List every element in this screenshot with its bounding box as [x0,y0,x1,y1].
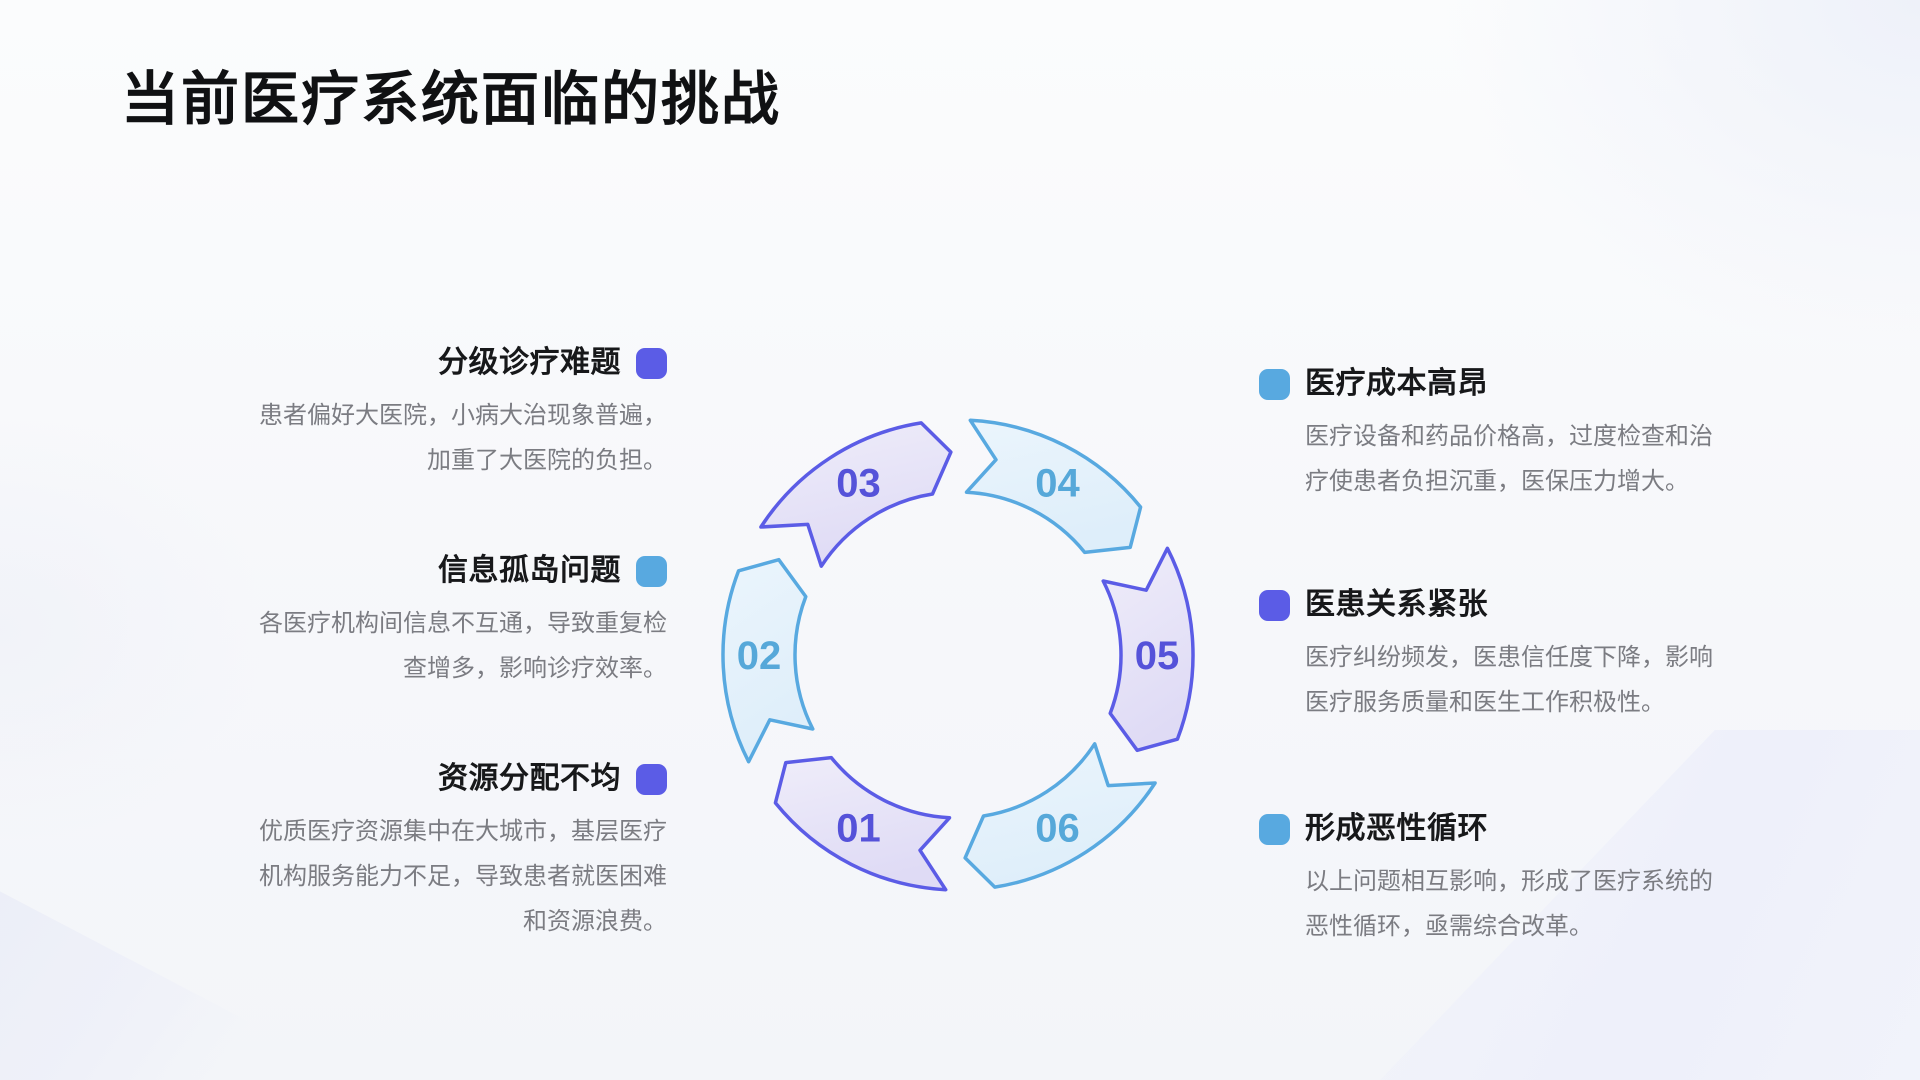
item-header: 医疗成本高昂 [1259,367,1839,401]
item-title: 信息孤岛问题 [438,554,621,587]
page-title: 当前医疗系统面临的挑战 [121,67,782,132]
cycle-segment-01 [773,755,952,892]
item-description: 各医疗机构间信息不互通，导致重复检 查增多，影响诊疗效率。 [259,610,667,682]
item-header: 分级诊疗难题 [80,346,667,380]
challenge-item-hierarchical-care: 分级诊疗难题 患者偏好大医院，小病大治现象普遍， 加重了大医院的负担。 [80,346,667,483]
cycle-segment-number: 05 [1135,634,1180,678]
challenge-item-vicious-cycle: 形成恶性循环 以上问题相互影响，形成了医疗系统的 恶性循环，亟需综合改革。 [1259,812,1839,949]
cycle-segment-number: 03 [836,462,881,506]
item-header: 信息孤岛问题 [80,554,667,588]
item-header: 医患关系紧张 [1259,588,1839,622]
cycle-segment-number: 02 [737,634,782,678]
item-description: 医疗设备和药品价格高，过度检查和治 疗使患者负担沉重，医保压力增大。 [1305,423,1713,495]
cycle-segment-number: 04 [1035,462,1080,506]
cycle-segment-05 [1101,546,1195,753]
item-title: 医患关系紧张 [1305,588,1488,621]
challenge-item-doctor-patient-tension: 医患关系紧张 医疗纠纷频发，医患信任度下降，影响 医疗服务质量和医生工作积极性。 [1259,588,1839,725]
item-description: 医疗纠纷频发，医患信任度下降，影响 医疗服务质量和医生工作积极性。 [1305,644,1713,716]
challenge-item-information-silo: 信息孤岛问题 各医疗机构间信息不互通，导致重复检 查增多，影响诊疗效率。 [80,554,667,691]
item-title: 医疗成本高昂 [1305,367,1488,400]
item-title: 分级诊疗难题 [438,346,621,379]
item-title: 形成恶性循环 [1305,812,1488,845]
accent-square-icon [636,347,667,379]
cycle-segment-number: 06 [1035,806,1080,850]
cycle-segment-number: 01 [836,806,881,850]
accent-square-icon [1259,368,1290,400]
cycle-segment-06 [963,742,1157,889]
challenge-item-resource-distribution: 资源分配不均 优质医疗资源集中在大城市，基层医疗 机构服务能力不足，导致患者就医… [80,762,667,944]
item-title: 资源分配不均 [438,762,621,795]
cycle-segment-04 [964,418,1143,555]
item-description: 优质医疗资源集中在大城市，基层医疗 机构服务能力不足，导致患者就医困难 和资源浪… [259,818,667,935]
cycle-segment-03 [759,421,953,568]
item-header: 形成恶性循环 [1259,812,1839,846]
accent-square-icon [636,555,667,587]
challenge-item-high-cost: 医疗成本高昂 医疗设备和药品价格高，过度检查和治 疗使患者负担沉重，医保压力增大… [1259,367,1839,504]
item-description: 以上问题相互影响，形成了医疗系统的 恶性循环，亟需综合改革。 [1305,868,1713,940]
accent-square-icon [1259,589,1290,621]
item-header: 资源分配不均 [80,762,667,796]
accent-square-icon [636,763,667,795]
accent-square-icon [1259,813,1290,845]
cycle-segment-02 [721,557,815,764]
item-description: 患者偏好大医院，小病大治现象普遍， 加重了大医院的负担。 [259,402,667,474]
